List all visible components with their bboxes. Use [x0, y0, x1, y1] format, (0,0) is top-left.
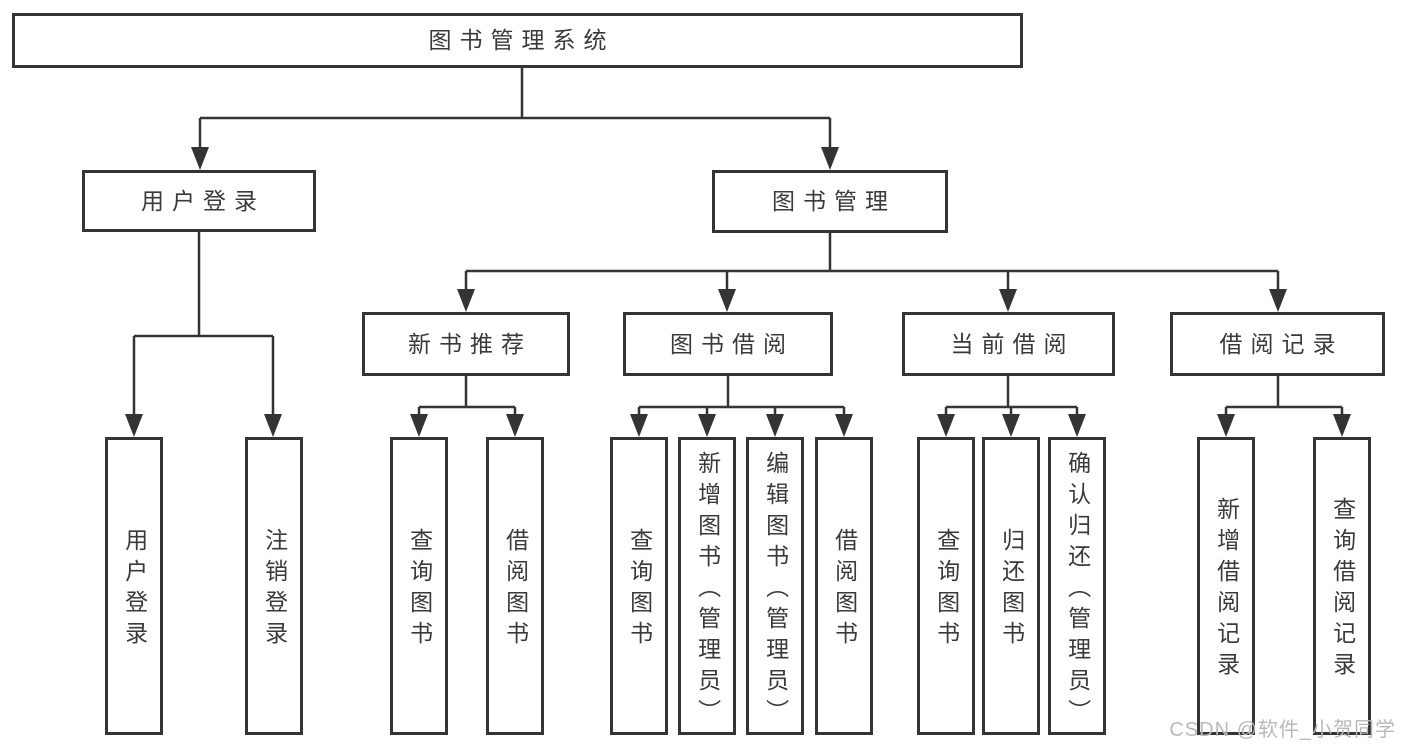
node-root-label: 图书管理系统 [428, 27, 615, 53]
node-borrow-record: 借阅记录 [1170, 312, 1385, 376]
leaf-query-book-1: 查询图书 [390, 437, 448, 735]
node-borrow-record-label: 借阅记录 [1219, 330, 1344, 357]
leaf-add-borrow-record-label: 新增借阅记录 [1213, 497, 1240, 683]
node-book-borrow: 图书借阅 [623, 312, 833, 376]
node-new-book-recommend-label: 新书推荐 [408, 330, 532, 357]
node-book-management-label: 图书管理 [772, 188, 896, 214]
leaf-confirm-return-admin-label: 确认归还（管理员） [1064, 450, 1091, 730]
node-current-borrow-label: 当前借阅 [950, 330, 1075, 357]
node-new-book-recommend: 新书推荐 [362, 312, 570, 376]
leaf-query-book-1-label: 查询图书 [406, 528, 433, 652]
leaf-add-book-admin-label: 新增图书（管理员） [694, 450, 721, 730]
leaf-add-book-admin: 新增图书（管理员） [678, 437, 736, 735]
leaf-query-book-3-label: 查询图书 [933, 528, 960, 652]
node-book-borrow-label: 图书借阅 [670, 330, 794, 357]
leaf-logout: 注销登录 [245, 437, 303, 735]
leaf-return-book-label: 归还图书 [998, 528, 1025, 652]
leaf-edit-book-admin: 编辑图书（管理员） [746, 437, 804, 735]
csdn-watermark: CSDN @软件_小贺同学 [1169, 719, 1396, 741]
leaf-borrow-book-1-label: 借阅图书 [502, 528, 529, 652]
leaf-query-borrow-record: 查询借阅记录 [1313, 437, 1371, 735]
node-root-book-management-system: 图书管理系统 [12, 13, 1023, 68]
leaf-borrow-book-1: 借阅图书 [486, 437, 544, 735]
leaf-logout-label: 注销登录 [261, 528, 288, 652]
leaf-user-login: 用户登录 [105, 437, 163, 735]
leaf-query-book-3: 查询图书 [917, 437, 975, 735]
node-user-login: 用户登录 [82, 170, 316, 232]
leaf-borrow-book-2: 借阅图书 [815, 437, 873, 735]
leaf-add-borrow-record: 新增借阅记录 [1197, 437, 1255, 735]
leaf-user-login-label: 用户登录 [121, 528, 148, 652]
node-current-borrow: 当前借阅 [902, 312, 1115, 376]
leaf-return-book: 归还图书 [982, 437, 1040, 735]
node-book-management: 图书管理 [712, 170, 948, 233]
leaf-edit-book-admin-label: 编辑图书（管理员） [762, 450, 789, 730]
node-user-login-label: 用户登录 [141, 187, 265, 214]
leaf-query-borrow-record-label: 查询借阅记录 [1329, 497, 1356, 683]
leaf-query-book-2-label: 查询图书 [626, 528, 653, 652]
leaf-borrow-book-2-label: 借阅图书 [831, 528, 858, 652]
leaf-query-book-2: 查询图书 [610, 437, 668, 735]
leaf-confirm-return-admin: 确认归还（管理员） [1048, 437, 1106, 735]
